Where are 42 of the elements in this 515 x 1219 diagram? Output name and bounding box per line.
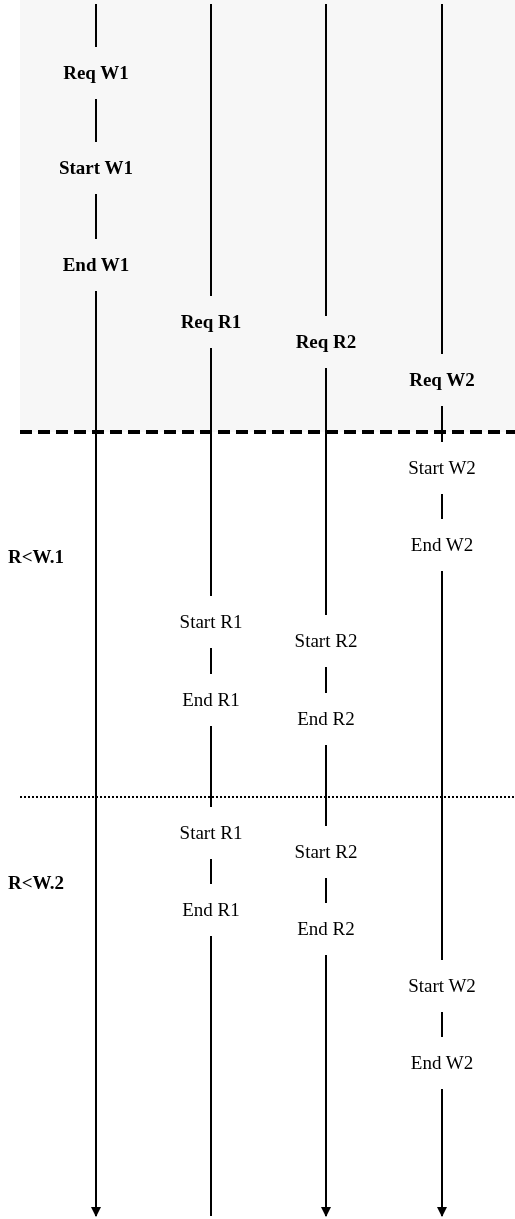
event-label: Start W2	[406, 960, 478, 1012]
timeline-segment	[210, 3, 212, 297]
timeline-segment	[441, 570, 443, 961]
timeline-segment	[441, 1011, 443, 1038]
event-label: End W2	[408, 519, 476, 571]
timeline-arrow	[321, 954, 331, 1217]
timeline-segment	[95, 98, 97, 143]
timeline-segment	[441, 3, 443, 355]
timeline-segment	[325, 877, 327, 904]
event-label: End R1	[180, 884, 242, 936]
event-label: End W2	[408, 1037, 476, 1089]
event-label: Req W2	[407, 354, 477, 406]
timeline-segment	[95, 3, 97, 48]
event-label: Req R1	[178, 296, 244, 348]
event-label: Start R2	[292, 615, 360, 667]
timeline-segment	[95, 193, 97, 240]
timeline-segment	[441, 493, 443, 520]
timeline-segment	[325, 367, 327, 616]
event-label: End R1	[180, 674, 242, 726]
event-label: End R2	[295, 903, 357, 955]
timeline-segment	[325, 3, 327, 317]
phase-label: R<W.1	[8, 546, 65, 568]
event-label: Req W1	[61, 47, 131, 99]
event-label: Start W2	[406, 442, 478, 494]
event-label: Start R1	[177, 596, 245, 648]
timeline-segment	[325, 744, 327, 827]
event-label: End R2	[295, 693, 357, 745]
timeline-segment	[210, 725, 212, 808]
timeline-segment	[325, 666, 327, 694]
event-label: End W1	[60, 239, 132, 291]
event-label: Start R1	[177, 807, 245, 859]
timeline-segment	[210, 935, 212, 1217]
event-label: Start R2	[292, 826, 360, 878]
timeline-segment	[210, 858, 212, 885]
timeline-segment	[441, 405, 443, 443]
event-label: Req R2	[293, 316, 359, 368]
timeline-segment	[210, 647, 212, 675]
event-label: Start W1	[56, 142, 136, 194]
timeline-arrow	[437, 1088, 447, 1217]
phase-label: R<W.2	[8, 872, 65, 894]
timeline-segment	[210, 347, 212, 597]
timeline-arrow	[91, 290, 101, 1217]
